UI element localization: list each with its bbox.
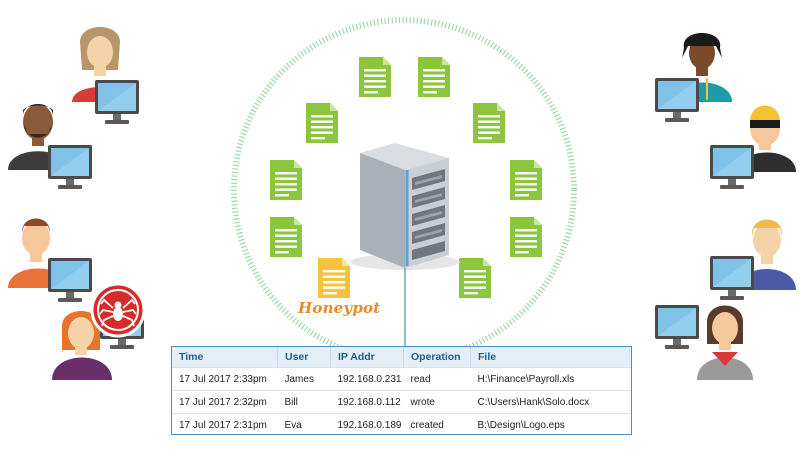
cell-user: Bill bbox=[277, 390, 331, 414]
cell-user: Eva bbox=[277, 413, 331, 436]
document-icon bbox=[418, 57, 450, 97]
monitor-icon bbox=[655, 78, 699, 122]
table-row: 17 Jul 2017 2:32pm Bill 192.168.0.112 wr… bbox=[172, 390, 631, 414]
monitor-icon bbox=[95, 80, 139, 124]
cell-ip: 192.168.0.189 bbox=[330, 413, 404, 436]
table-row: 17 Jul 2017 2:31pm Eva 192.168.0.189 cre… bbox=[172, 413, 631, 436]
document-icon bbox=[359, 57, 391, 97]
document-icon bbox=[510, 160, 542, 200]
cell-ip: 192.168.0.231 bbox=[330, 367, 404, 391]
document-icon bbox=[270, 160, 302, 200]
cell-time: 17 Jul 2017 2:32pm bbox=[172, 390, 278, 414]
cell-file: H:\Finance\Payroll.xls bbox=[470, 367, 631, 391]
monitor-icon bbox=[655, 305, 699, 349]
document-icon bbox=[270, 217, 302, 257]
cell-time: 17 Jul 2017 2:31pm bbox=[172, 413, 278, 436]
cell-operation: wrote bbox=[403, 390, 471, 414]
table-header-row: Time User IP Addr Operation File bbox=[172, 347, 631, 368]
server-icon bbox=[350, 143, 460, 270]
column-header-ip: IP Addr bbox=[330, 347, 404, 368]
document-icon bbox=[459, 258, 491, 298]
cell-file: B:\Design\Logo.eps bbox=[470, 413, 631, 436]
column-header-file: File bbox=[470, 347, 631, 368]
cell-user: James bbox=[277, 367, 331, 391]
monitor-icon bbox=[710, 256, 754, 300]
honeypot-label: Honeypot bbox=[298, 299, 381, 317]
monitor-icon bbox=[48, 258, 92, 302]
user-icon bbox=[52, 311, 112, 380]
document-icon bbox=[306, 103, 338, 143]
column-header-operation: Operation bbox=[403, 347, 471, 368]
column-header-time: Time bbox=[172, 347, 278, 368]
user-icon bbox=[697, 305, 753, 380]
cell-operation: read bbox=[403, 367, 471, 391]
cell-operation: created bbox=[403, 413, 471, 436]
document-icon bbox=[473, 103, 505, 143]
monitor-icon bbox=[48, 145, 92, 189]
monitor-icon bbox=[710, 145, 754, 189]
table-row: 17 Jul 2017 2:33pm James 192.168.0.231 r… bbox=[172, 367, 631, 391]
column-header-user: User bbox=[277, 347, 331, 368]
cell-time: 17 Jul 2017 2:33pm bbox=[172, 367, 278, 391]
document-icon bbox=[510, 217, 542, 257]
cell-ip: 192.168.0.112 bbox=[330, 390, 404, 414]
honeypot-document-icon bbox=[318, 258, 350, 298]
access-log-table: Time User IP Addr Operation File 17 Jul … bbox=[171, 346, 632, 436]
cell-file: C:\Users\Hank\Solo.docx bbox=[470, 390, 631, 414]
spider-icon bbox=[90, 282, 146, 338]
